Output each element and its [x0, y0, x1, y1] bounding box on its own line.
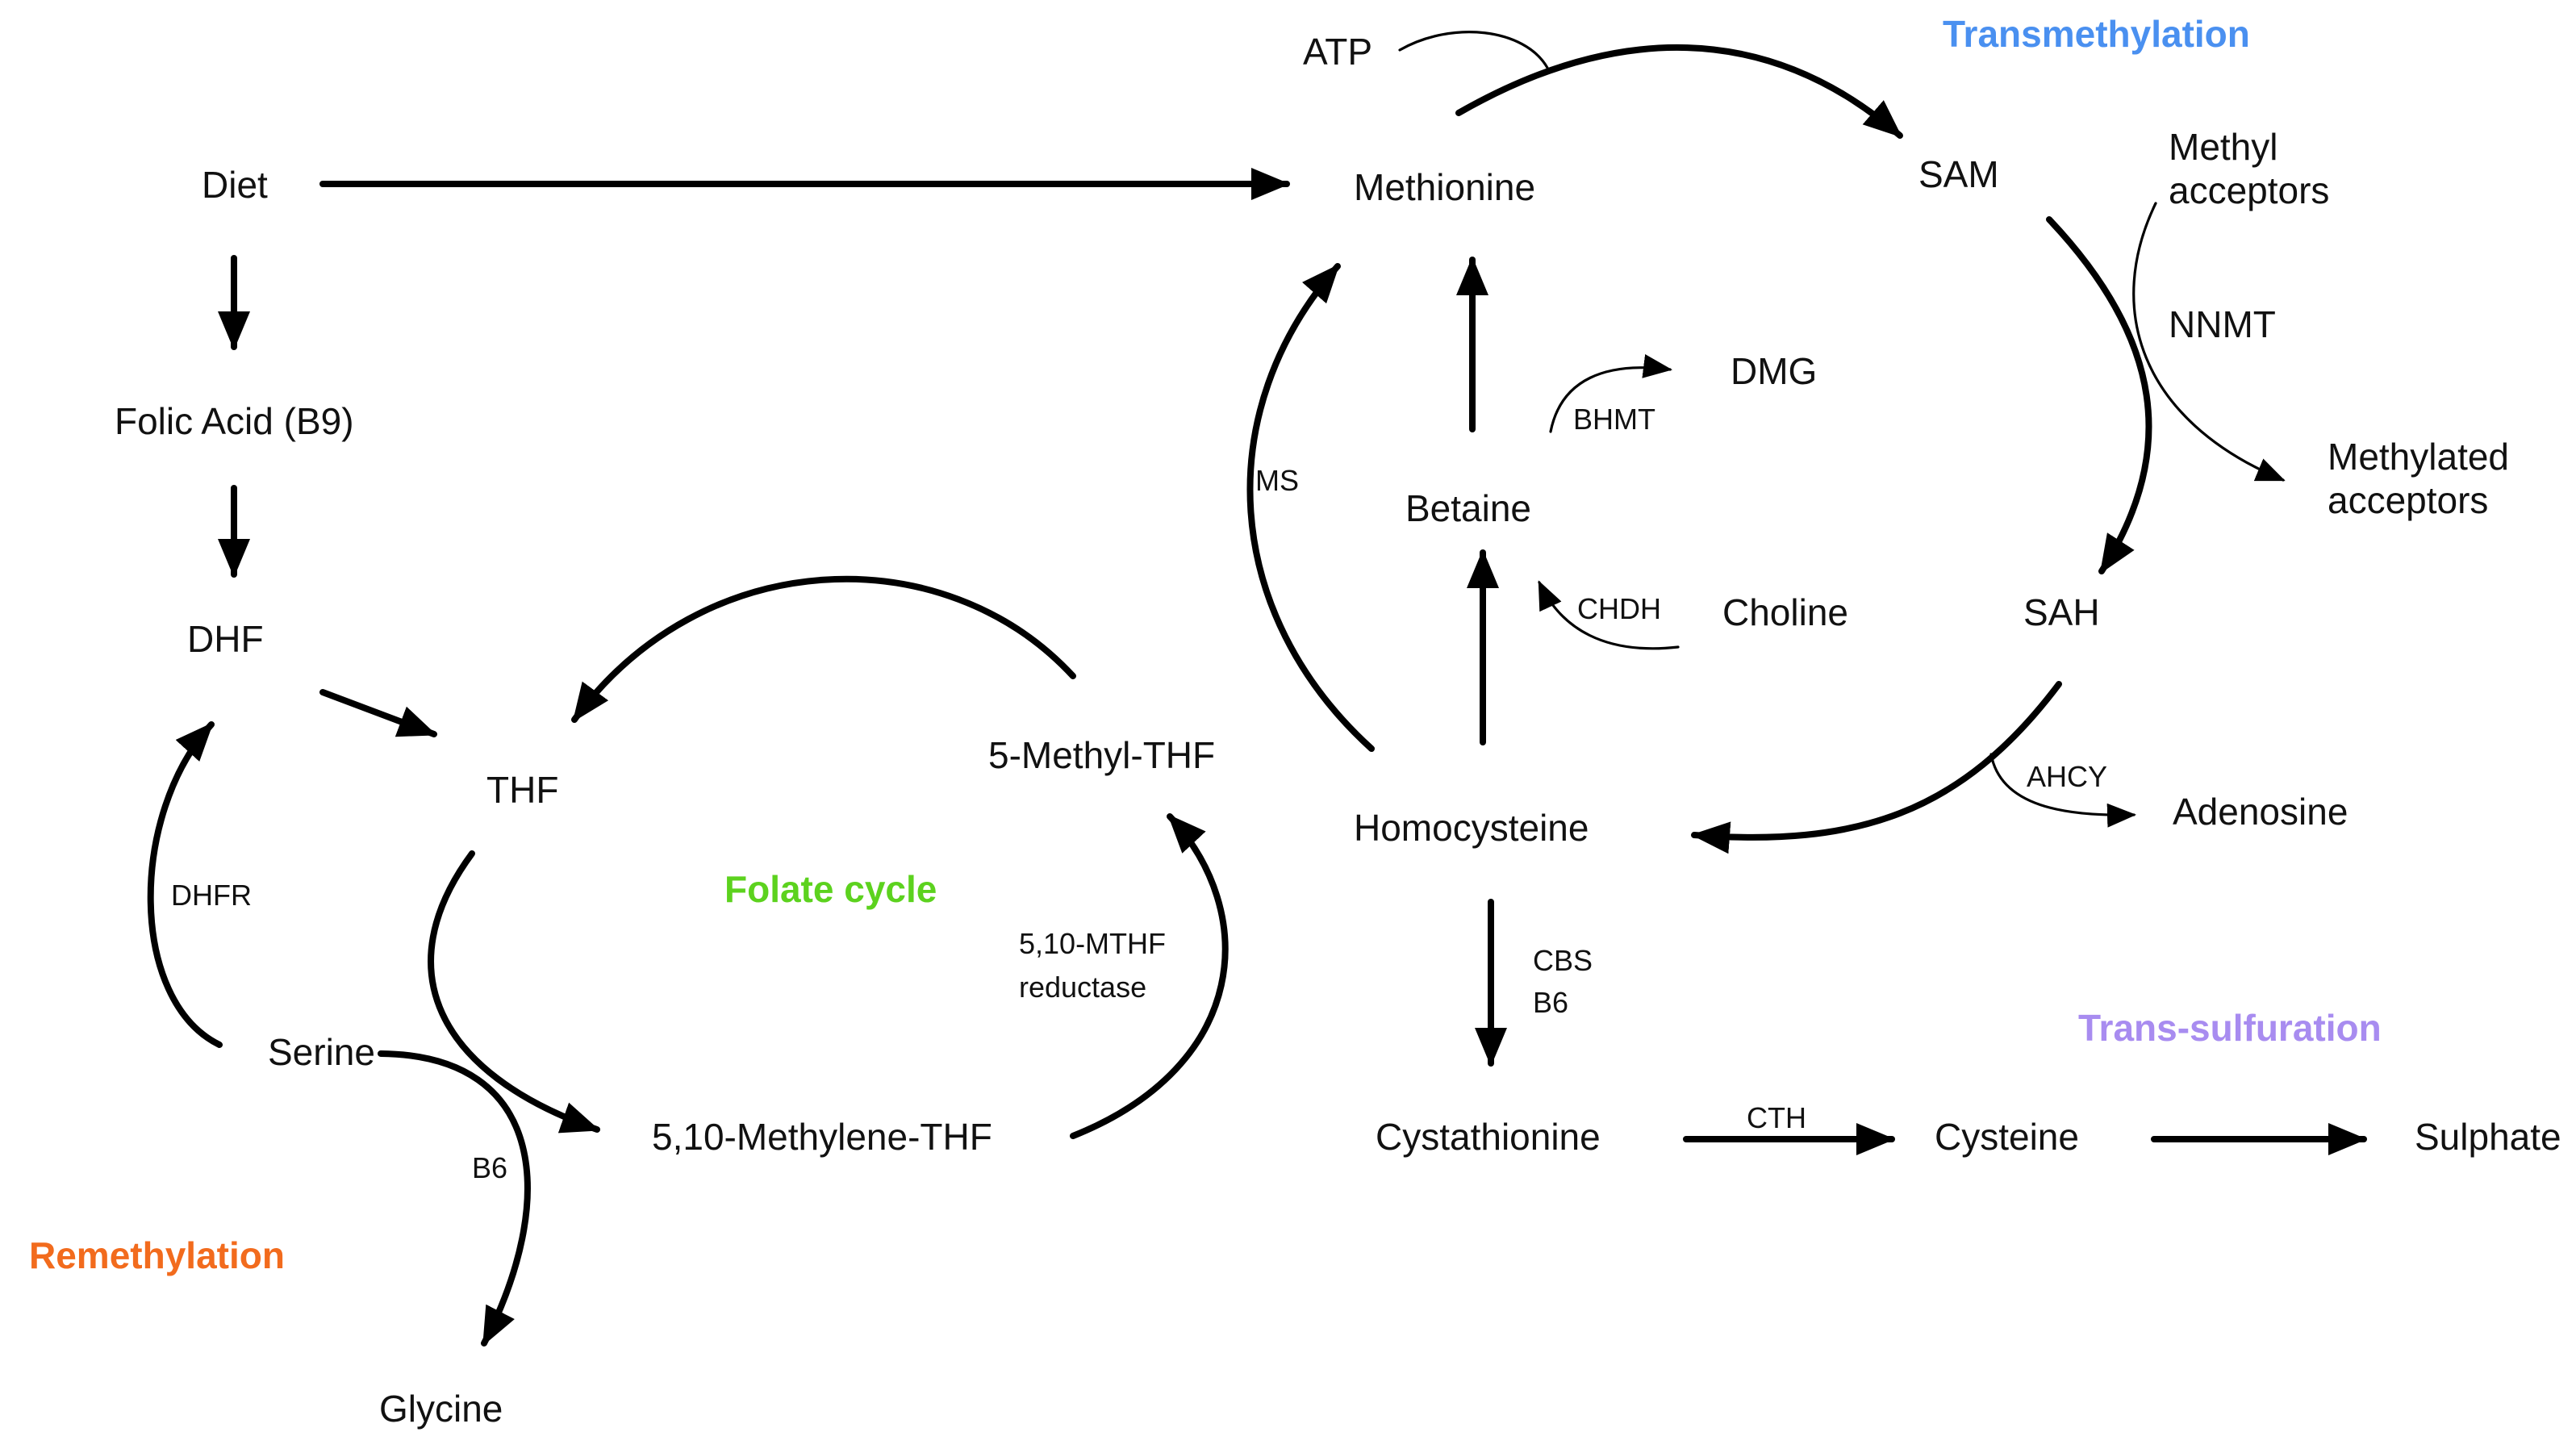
metabolite-labels: ATP Diet Methionine SAM Methyl acceptors… [115, 31, 2561, 1430]
enzyme-cbs: CBS [1533, 944, 1593, 977]
node-methyl-acceptors-line2: acceptors [2169, 169, 2329, 211]
node-glycine: Glycine [379, 1388, 503, 1430]
enzyme-dhfr: DHFR [171, 879, 252, 912]
node-5-methyl-thf: 5-Methyl-THF [988, 734, 1215, 776]
node-sah: SAH [2023, 591, 2100, 633]
enzyme-nnmt: NNMT [2169, 303, 2276, 345]
arrow-dhf-to-thf [319, 689, 437, 737]
node-choline: Choline [1722, 591, 1848, 633]
arrow-methylene-thf-to-5-methyl-thf [1070, 813, 1229, 1139]
enzyme-mthf-reductase-line2: reductase [1019, 971, 1146, 1004]
node-methyl-acceptors-line1: Methyl [2169, 126, 2277, 168]
enzyme-ms: MS [1255, 464, 1299, 497]
section-trans-sulfuration: Trans-sulfuration [2078, 1007, 2382, 1049]
node-sulphate: Sulphate [2415, 1116, 2561, 1158]
arrow-sah-to-homocysteine [1691, 681, 2062, 854]
section-remethylation: Remethylation [29, 1234, 285, 1276]
node-betaine: Betaine [1405, 487, 1531, 529]
node-thf: THF [486, 769, 558, 811]
node-cystathionine: Cystathionine [1376, 1116, 1601, 1158]
reaction-arrows [147, 31, 2367, 1347]
section-folate-cycle: Folate cycle [724, 868, 937, 910]
arrow-homocysteine-to-methionine [1246, 263, 1375, 752]
cofactor-b6-cbs: B6 [1533, 986, 1568, 1019]
node-sam: SAM [1918, 153, 1999, 195]
node-dhf: DHF [187, 618, 264, 660]
arrow-atp-input [1398, 31, 1549, 69]
node-serine: Serine [268, 1031, 375, 1073]
node-adenosine: Adenosine [2173, 791, 2348, 833]
enzyme-ahcy: AHCY [2027, 760, 2107, 793]
enzyme-cth: CTH [1747, 1101, 1806, 1134]
arrow-choline-to-betaine [1538, 580, 1680, 650]
arrow-serine-to-dhf [147, 721, 223, 1048]
node-methylated-acceptors-line1: Methylated [2328, 436, 2509, 478]
enzyme-chdh: CHDH [1577, 592, 1661, 625]
node-methylated-acceptors-line2: acceptors [2328, 479, 2488, 521]
node-homocysteine: Homocysteine [1354, 807, 1589, 849]
arrow-bhmt-to-dmg [1549, 354, 1672, 433]
node-cysteine: Cysteine [1935, 1116, 2079, 1158]
node-diet: Diet [202, 164, 268, 206]
cofactor-b6-serine: B6 [472, 1151, 507, 1184]
section-titles: Transmethylation Folate cycle Remethylat… [29, 13, 2382, 1276]
arrow-serine-to-glycine [378, 1050, 531, 1347]
arrow-methionine-to-sam [1455, 44, 1903, 139]
node-folic-acid: Folic Acid (B9) [115, 400, 354, 442]
node-methylene-thf: 5,10-Methylene-THF [652, 1116, 992, 1158]
arrow-sam-to-sah [2046, 216, 2152, 574]
node-atp: ATP [1303, 31, 1372, 73]
node-methionine: Methionine [1354, 166, 1535, 208]
enzyme-bhmt: BHMT [1573, 403, 1655, 436]
arrow-methyl-to-methylated-acceptors [2132, 202, 2286, 482]
section-transmethylation: Transmethylation [1943, 13, 2250, 55]
node-dmg: DMG [1731, 350, 1817, 392]
arrow-thf-to-methylene-thf [428, 850, 600, 1134]
enzyme-labels: NNMT BHMT MS CHDH AHCY DHFR 5,10-MTHF re… [171, 303, 2276, 1184]
enzyme-mthf-reductase-line1: 5,10-MTHF [1019, 927, 1166, 960]
arrow-5-methyl-thf-to-thf [571, 575, 1076, 723]
arrow-sah-to-adenosine [1989, 753, 2136, 828]
